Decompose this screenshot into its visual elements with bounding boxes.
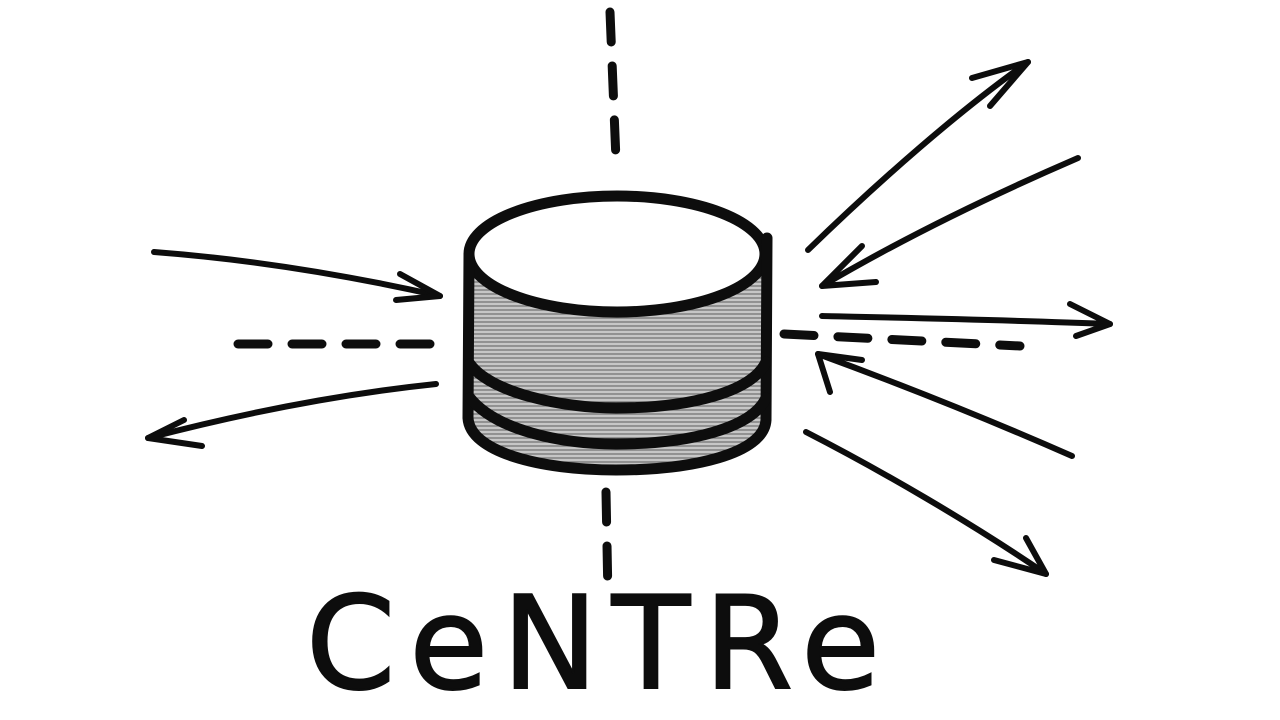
arrow-out-upper-right <box>805 59 1031 253</box>
arrow-out-right <box>819 301 1113 339</box>
cylinder-band-2 <box>464 392 772 450</box>
left-arrows <box>145 249 443 449</box>
dashed-line-right <box>779 329 1025 351</box>
arrow-in-from-upper-right <box>819 155 1081 289</box>
caption-text: CeNTRe <box>306 570 894 719</box>
dashed-line-top <box>605 7 621 165</box>
right-arrows <box>803 59 1113 577</box>
arrow-in-left-top <box>151 249 443 303</box>
arrow-out-left-bottom <box>145 381 439 449</box>
cylinder-top <box>463 190 771 318</box>
dashed-line-bottom <box>601 487 613 603</box>
cylinder-icon <box>462 190 773 476</box>
arrow-out-lower-right <box>803 429 1049 577</box>
arrow-in-from-lower-right <box>815 351 1075 459</box>
cylinder-body <box>470 244 764 468</box>
dashed-axis-lines <box>233 7 1025 603</box>
cylinder-band-1 <box>464 356 772 414</box>
